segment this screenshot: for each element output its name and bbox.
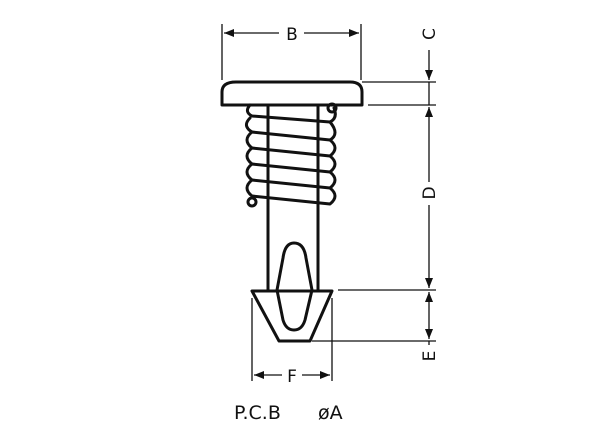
caption-diameter: øA [318, 402, 343, 424]
slot [275, 241, 314, 332]
dimension-f: F [251, 298, 333, 387]
label-b: B [286, 25, 298, 45]
spring [245, 102, 338, 208]
dimension-cde: C D E [312, 28, 440, 361]
label-c: C [420, 28, 440, 40]
label-d: D [420, 186, 440, 199]
label-f: F [287, 367, 297, 387]
head-cap [220, 80, 364, 107]
barb-tip [250, 289, 334, 343]
caption-pcb: P.C.B [234, 402, 281, 424]
dimension-b: B [221, 24, 362, 80]
label-e: E [420, 351, 440, 362]
